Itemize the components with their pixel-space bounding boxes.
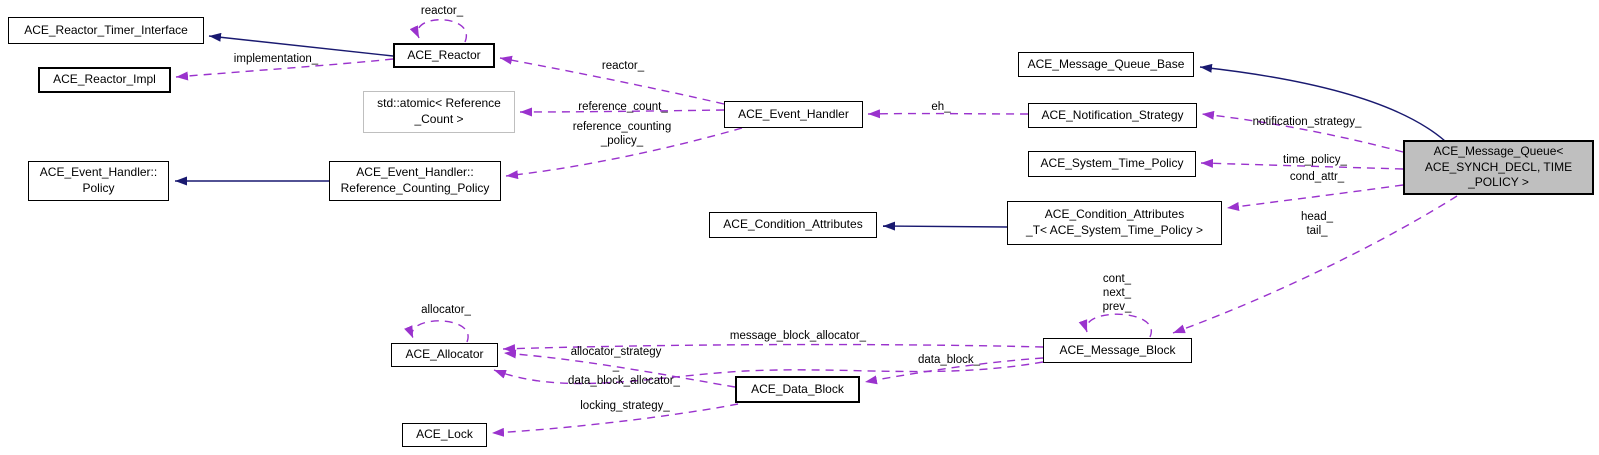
edge-msgblock-to-datablock xyxy=(864,357,1044,385)
edge-msgblock-to-allocator xyxy=(502,343,1044,354)
edge-label-notification-strategy: notification_strategy_ xyxy=(1252,116,1362,128)
class-box-ace-reactor-timer-interface[interactable]: ACE_Reactor_Timer_Interface xyxy=(8,17,204,44)
usage-edges xyxy=(175,19,1458,437)
edge-condattrt-to-condattr xyxy=(882,221,1008,231)
edge-msgqueue-to-msgblock xyxy=(1172,195,1458,334)
edge-label-allocator-self: allocator_ xyxy=(421,304,471,316)
class-box-ace-message-queue: ACE_Message_Queue< ACE_SYNCH_DECL, TIME … xyxy=(1403,140,1594,195)
edge-msgblock-to-allocator-datablockalloc xyxy=(493,361,1044,385)
edge-label-data-block-allocator: data_block_allocator_ xyxy=(568,375,680,387)
class-box-ace-reactor[interactable]: ACE_Reactor xyxy=(393,43,495,68)
edge-allocator-self-loop xyxy=(404,320,469,343)
class-box-ace-event-handler[interactable]: ACE_Event_Handler xyxy=(724,101,863,128)
edge-label-head-tail: head_ tail_ xyxy=(1301,211,1333,237)
class-box-std-atomic-reference-count[interactable]: std::atomic< Reference _Count > xyxy=(363,91,515,133)
edge-label-cont-next-prev: cont_ next_ prev_ xyxy=(1102,273,1132,313)
edge-label-reference-count: reference_count_ xyxy=(578,101,668,113)
edge-msgqueue-to-condattrt xyxy=(1226,184,1404,211)
class-box-ace-condition-attributes[interactable]: ACE_Condition_Attributes xyxy=(709,212,877,238)
edge-datablock-to-allocator xyxy=(503,349,736,388)
edge-msgblock-self-loop xyxy=(1078,313,1153,338)
edge-eventhandler-to-atomic xyxy=(519,107,725,117)
class-box-ace-event-handler-reference-counting-policy[interactable]: ACE_Event_Handler:: Reference_Counting_P… xyxy=(329,161,501,201)
edge-msgqueue-to-systemtime xyxy=(1200,158,1404,170)
edge-msgqueue-to-msgqueuebase xyxy=(1199,63,1446,142)
class-box-ace-message-block[interactable]: ACE_Message_Block xyxy=(1043,338,1192,363)
class-box-ace-system-time-policy[interactable]: ACE_System_Time_Policy xyxy=(1028,151,1196,177)
edge-label-reference-counting-policy: reference_counting _policy_ xyxy=(572,121,672,147)
edge-label-locking-strategy: locking_strategy_ xyxy=(580,400,670,412)
edge-eventhandler-to-rcp xyxy=(505,127,743,180)
inheritance-edges xyxy=(175,32,1446,231)
edge-label-reactor-self: reactor_ xyxy=(420,5,464,17)
edge-label-implementation: implementation_ xyxy=(233,53,319,65)
edge-reactor-to-impl xyxy=(175,58,394,81)
edge-label-message-block-allocator: message_block_allocator_ xyxy=(729,330,867,342)
class-box-ace-condition-attributes-t[interactable]: ACE_Condition_Attributes _T< ACE_System_… xyxy=(1007,201,1222,245)
class-box-ace-data-block[interactable]: ACE_Data_Block xyxy=(735,376,860,403)
class-box-ace-lock[interactable]: ACE_Lock xyxy=(402,423,487,447)
edge-reactor-to-timer-interface xyxy=(208,32,394,57)
edge-reactor-self-loop xyxy=(409,19,468,43)
edge-msgqueue-to-notification xyxy=(1201,110,1404,153)
edge-eventhandler-to-reactor xyxy=(499,55,725,105)
class-box-ace-notification-strategy[interactable]: ACE_Notification_Strategy xyxy=(1028,103,1197,128)
edge-label-eh: eh_ xyxy=(931,101,951,113)
edge-label-data-block: data_block_ xyxy=(917,354,981,366)
edge-label-time-policy: time_policy_ xyxy=(1283,154,1347,166)
class-box-ace-allocator[interactable]: ACE_Allocator xyxy=(391,343,498,367)
edge-label-cond-attr: cond_attr_ xyxy=(1289,171,1345,183)
class-box-ace-message-queue-base[interactable]: ACE_Message_Queue_Base xyxy=(1018,52,1194,77)
edge-label-reactor: reactor_ xyxy=(601,60,645,72)
edge-label-allocator-strategy: allocator_strategy _ xyxy=(570,346,662,372)
class-box-ace-reactor-impl[interactable]: ACE_Reactor_Impl xyxy=(38,67,171,93)
class-box-ace-event-handler-policy[interactable]: ACE_Event_Handler:: Policy xyxy=(28,161,169,201)
